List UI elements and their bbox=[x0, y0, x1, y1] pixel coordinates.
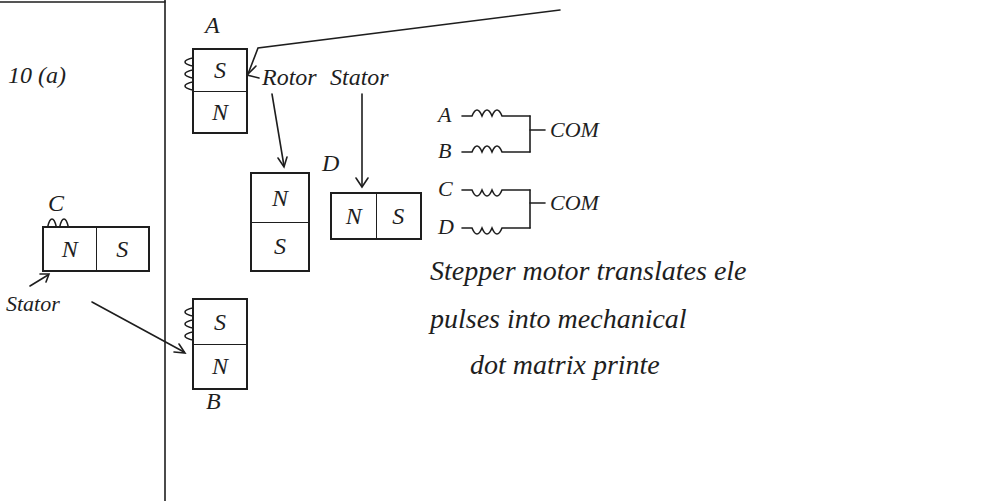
stator-pole: NS bbox=[42, 226, 150, 272]
rotor-magnet: NS bbox=[250, 172, 310, 272]
stator-pole: SN bbox=[192, 48, 248, 134]
pin-name: COM bbox=[550, 118, 599, 142]
arrow-head bbox=[356, 178, 368, 187]
stator-pole: NS bbox=[330, 192, 422, 240]
part-name: Stator bbox=[6, 292, 60, 316]
coil-symbol bbox=[462, 110, 530, 116]
margin-line bbox=[0, 1, 165, 3]
note-text: Stepper motor translates ele bbox=[430, 256, 747, 287]
pin-name: D bbox=[438, 215, 454, 239]
note-text: pulses into mechanical bbox=[430, 304, 687, 335]
arrow-head bbox=[247, 66, 259, 78]
pin-name: B bbox=[438, 139, 451, 163]
pole-letter: S bbox=[252, 223, 308, 271]
pole-letter: N bbox=[44, 228, 97, 270]
common-wire bbox=[529, 116, 531, 152]
margin-line bbox=[164, 0, 166, 501]
pole-letter: S bbox=[97, 228, 149, 270]
arrow-head bbox=[278, 157, 287, 167]
pole-letter: N bbox=[252, 174, 308, 223]
pole-letter: S bbox=[194, 50, 246, 92]
leader-line bbox=[30, 275, 48, 286]
leader-line bbox=[361, 94, 363, 186]
coil-symbol bbox=[462, 190, 530, 196]
pole-letter: S bbox=[377, 194, 421, 238]
leader-line bbox=[92, 302, 184, 352]
coil-symbol bbox=[462, 228, 530, 234]
leader-line bbox=[272, 94, 284, 166]
coil-symbol bbox=[462, 146, 530, 152]
stator-pole: SN bbox=[192, 298, 248, 390]
pin-name: C bbox=[438, 177, 453, 201]
note-text: dot matrix printe bbox=[470, 350, 660, 381]
part-name: Stator bbox=[330, 64, 389, 90]
common-wire bbox=[530, 129, 545, 131]
common-wire bbox=[529, 190, 531, 228]
pin-name: COM bbox=[550, 191, 599, 215]
pole-letter: N bbox=[194, 92, 246, 133]
coil-letter: D bbox=[322, 150, 339, 176]
coil-letter: A bbox=[205, 12, 220, 38]
arrow-head bbox=[174, 344, 185, 353]
pin-name: A bbox=[438, 103, 451, 127]
coil-letter: B bbox=[206, 388, 221, 414]
arrow-head bbox=[40, 274, 49, 282]
pole-letter: N bbox=[194, 345, 246, 389]
part-name: Rotor bbox=[262, 64, 317, 90]
coil-letter: C bbox=[48, 190, 64, 216]
common-wire bbox=[530, 202, 545, 204]
question-number: 10 (a) bbox=[8, 62, 66, 88]
pole-letter: S bbox=[194, 300, 246, 345]
pole-letter: N bbox=[332, 194, 377, 238]
